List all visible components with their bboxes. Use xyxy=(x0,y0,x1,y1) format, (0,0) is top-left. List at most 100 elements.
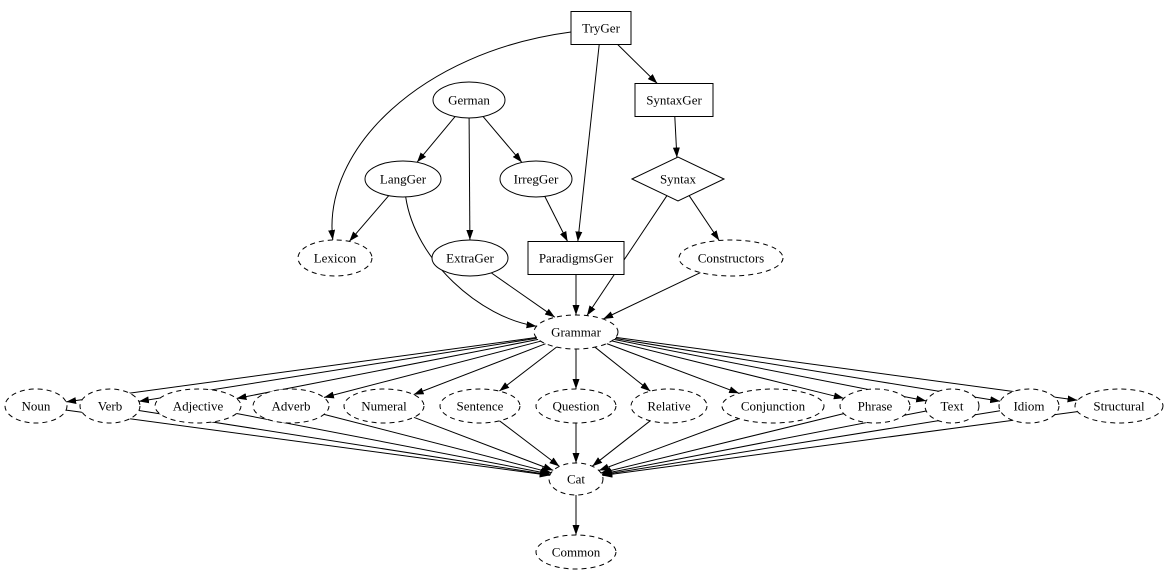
ellipse-outline xyxy=(998,388,1060,424)
rect-outline xyxy=(527,241,625,275)
node-label: Adjective xyxy=(173,399,224,414)
node-LangGer: LangGer xyxy=(364,160,442,198)
node-Relative: Relative xyxy=(630,388,708,424)
node-label: Constructors xyxy=(698,251,764,266)
node-label: Structural xyxy=(1093,399,1145,414)
ellipse-outline xyxy=(535,534,617,570)
edge-Grammar-Structural xyxy=(615,336,1078,403)
node-Constructors: Constructors xyxy=(678,239,784,277)
ellipse-outline xyxy=(4,388,68,424)
edge-TryGer-ParadigmsGer xyxy=(575,44,600,242)
edge-TryGer-SyntaxGer xyxy=(617,44,658,84)
ellipse-outline xyxy=(839,388,911,424)
edge-LangGer-Grammar xyxy=(405,196,537,329)
node-label: ExtraGer xyxy=(446,251,494,266)
ellipse-outline xyxy=(533,314,619,350)
ellipse-outline xyxy=(630,388,708,424)
ellipse-outline xyxy=(343,388,425,424)
node-TryGer: TryGer xyxy=(570,11,632,45)
node-label: Syntax xyxy=(660,172,697,187)
node-Noun: Noun xyxy=(4,388,68,424)
node-Structural: Structural xyxy=(1074,388,1164,424)
node-Adjective: Adjective xyxy=(154,388,242,424)
edges-layer xyxy=(66,31,1078,535)
node-IrregGer: IrregGer xyxy=(499,160,573,198)
edge-ExtraGer-Grammar xyxy=(491,272,556,318)
edge-Relative-Cat xyxy=(591,420,651,467)
edge-Grammar-Numeral xyxy=(413,343,546,396)
ellipse-outline xyxy=(1074,388,1164,424)
ellipse-outline xyxy=(721,388,825,424)
edge-SyntaxGer-Syntax xyxy=(672,116,680,158)
node-Conjunction: Conjunction xyxy=(721,388,825,424)
edge-Grammar-Idiom xyxy=(614,337,1001,404)
rect-outline xyxy=(634,83,714,117)
node-Question: Question xyxy=(535,388,617,424)
ellipse-outline xyxy=(79,388,141,424)
node-ExtraGer: ExtraGer xyxy=(431,239,509,277)
node-label: ParadigmsGer xyxy=(539,251,614,266)
diamond-outline xyxy=(630,156,726,202)
edge-Grammar-Adverb xyxy=(323,340,541,399)
node-label: Adverb xyxy=(272,399,311,414)
node-Adverb: Adverb xyxy=(252,388,330,424)
edge-Grammar-Phrase xyxy=(611,340,844,400)
node-Lexicon: Lexicon xyxy=(297,239,373,277)
edge-Structural-Cat xyxy=(602,411,1078,478)
ellipse-outline xyxy=(252,388,330,424)
node-Syntax: Syntax xyxy=(630,156,726,202)
node-label: German xyxy=(448,93,490,108)
ellipse-outline xyxy=(432,81,506,119)
edge-Syntax-Constructors xyxy=(688,195,720,241)
edge-Adjective-Cat xyxy=(236,413,551,476)
edge-Grammar-Sentence xyxy=(498,346,557,392)
node-Sentence: Sentence xyxy=(439,388,521,424)
edge-German-LangGer xyxy=(416,116,456,163)
ellipse-outline xyxy=(499,160,573,198)
edge-Sentence-Cat xyxy=(499,420,560,467)
node-Cat: Cat xyxy=(548,462,604,496)
ellipse-outline xyxy=(678,239,784,277)
edge-Grammar-Relative xyxy=(594,346,651,392)
node-ParadigmsGer: ParadigmsGer xyxy=(527,241,625,275)
node-Numeral: Numeral xyxy=(343,388,425,424)
node-label: SyntaxGer xyxy=(646,93,702,108)
node-Text: Text xyxy=(924,388,980,424)
edge-Syntax-Grammar xyxy=(586,195,668,316)
node-label: Grammar xyxy=(551,325,601,340)
node-Phrase: Phrase xyxy=(839,388,911,424)
edge-Noun-Cat xyxy=(66,409,550,478)
edge-German-IrregGer xyxy=(482,116,523,163)
node-label: Noun xyxy=(22,399,51,414)
edge-Phrase-Cat xyxy=(600,413,844,474)
ellipse-outline xyxy=(439,388,521,424)
ellipse-outline xyxy=(154,388,242,424)
edge-Idiom-Cat xyxy=(602,410,1001,477)
ellipse-outline xyxy=(535,388,617,424)
node-label: Verb xyxy=(98,399,123,414)
node-label: Lexicon xyxy=(314,251,357,266)
edge-Adverb-Cat xyxy=(323,413,552,474)
node-Verb: Verb xyxy=(79,388,141,424)
node-SyntaxGer: SyntaxGer xyxy=(634,83,714,117)
node-label: Sentence xyxy=(457,399,504,414)
rect-outline xyxy=(570,11,632,45)
node-label: Relative xyxy=(647,399,691,414)
node-Grammar: Grammar xyxy=(533,314,619,350)
node-label: Numeral xyxy=(361,399,407,414)
node-Idiom: Idiom xyxy=(998,388,1060,424)
node-label: Text xyxy=(941,399,964,414)
edge-LangGer-Lexicon xyxy=(348,195,390,242)
edge-Constructors-Grammar xyxy=(602,272,701,320)
edge-IrregGer-ParadigmsGer xyxy=(544,196,569,242)
edge-TryGer-Lexicon xyxy=(328,31,572,241)
node-label: Conjunction xyxy=(741,399,806,414)
node-German: German xyxy=(432,81,506,119)
edge-Numeral-Cat xyxy=(413,416,554,471)
edge-Conjunction-Cat xyxy=(598,418,740,471)
node-label: Idiom xyxy=(1013,399,1044,414)
ellipse-outline xyxy=(431,239,509,277)
